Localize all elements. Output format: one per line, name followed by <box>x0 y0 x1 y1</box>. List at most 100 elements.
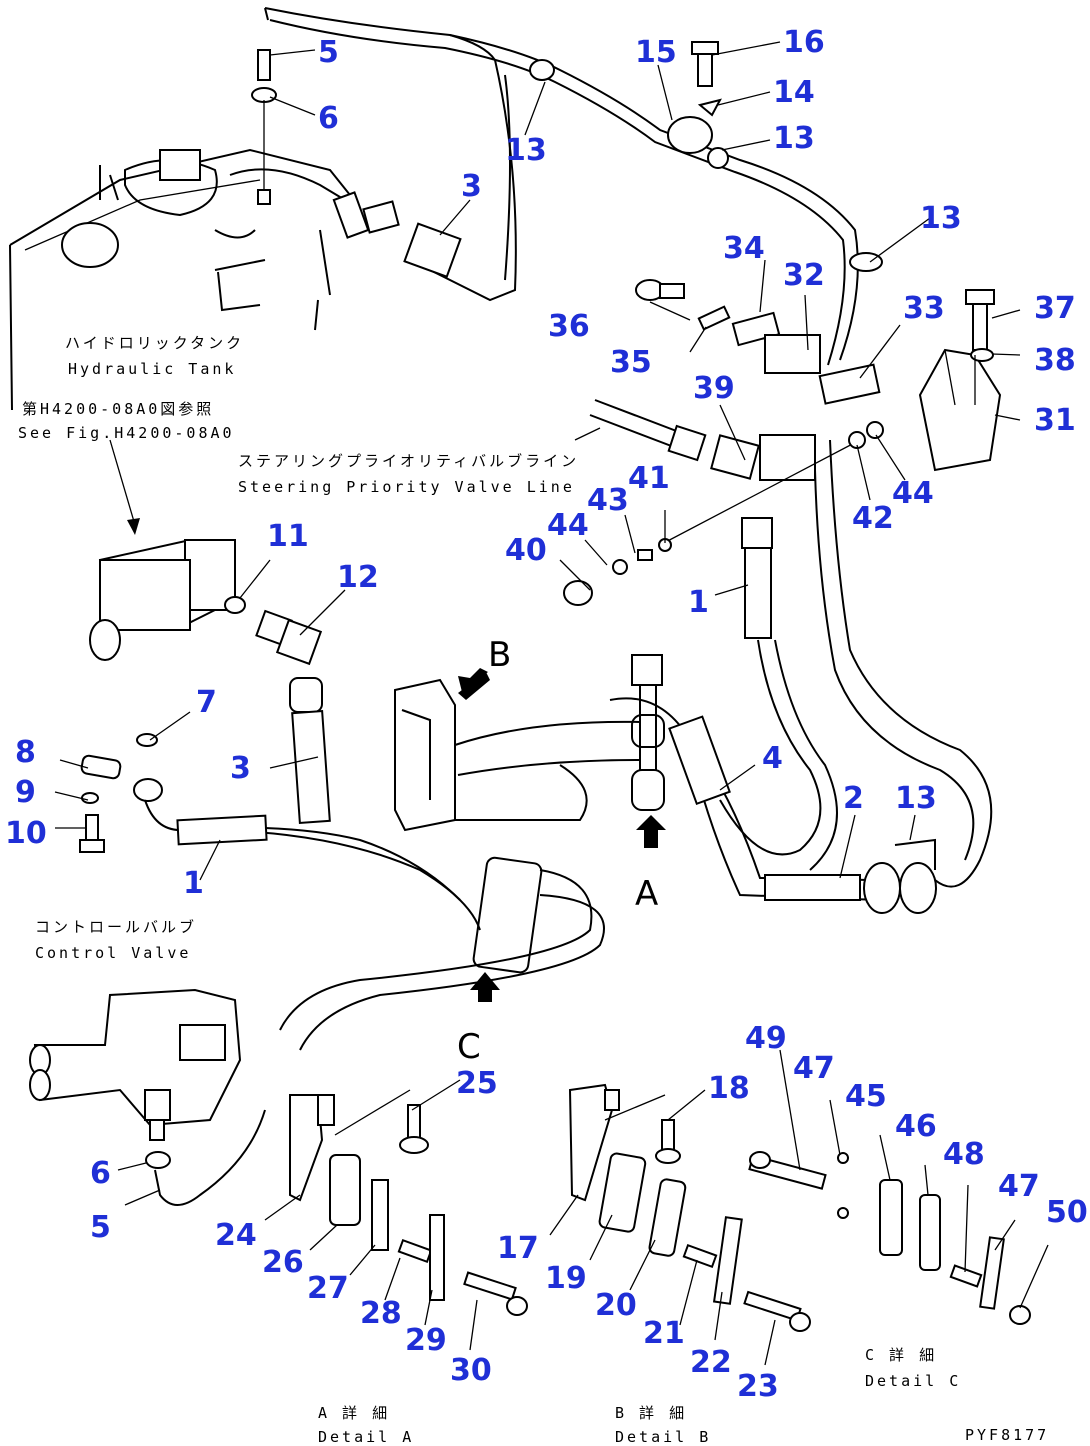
callout-11: 11 <box>267 519 309 554</box>
callout-35: 35 <box>610 345 652 380</box>
fig-ref-arrowhead <box>127 518 140 535</box>
callout-12: 12 <box>337 560 379 595</box>
callout-15: 15 <box>635 35 677 70</box>
callout-19: 19 <box>545 1261 587 1296</box>
callout-7: 7 <box>196 685 217 720</box>
callout-44: 44 <box>892 476 934 511</box>
mounting-bracket-31 <box>918 289 1002 472</box>
detail-a-label-jp: A 詳 細 <box>318 1404 390 1422</box>
callout-2: 2 <box>843 781 864 816</box>
detail-a-label-en: Detail A <box>318 1428 414 1446</box>
callout-29: 29 <box>405 1323 447 1358</box>
clamp-c <box>199 829 605 1051</box>
callout-13: 13 <box>920 201 962 236</box>
callout-31: 31 <box>1034 403 1076 438</box>
callout-5: 5 <box>318 35 339 70</box>
callout-43: 43 <box>587 483 629 518</box>
detail-c-label-jp: C 詳 細 <box>865 1346 937 1364</box>
callout-18: 18 <box>708 1071 750 1106</box>
callout-10: 10 <box>5 816 47 851</box>
callout-20: 20 <box>595 1288 637 1323</box>
hose-assembly-1-2 <box>609 439 993 914</box>
priority-valve-block <box>89 538 331 824</box>
callout-38: 38 <box>1034 343 1076 378</box>
callout-34: 34 <box>723 231 765 266</box>
callout-47: 47 <box>998 1169 1040 1204</box>
callout-48: 48 <box>943 1137 985 1172</box>
callout-21: 21 <box>643 1316 685 1351</box>
callout-22: 22 <box>690 1345 732 1380</box>
callout-44: 44 <box>547 508 589 543</box>
callout-14: 14 <box>773 75 815 110</box>
callout-8: 8 <box>15 735 36 770</box>
callout-39: 39 <box>693 371 735 406</box>
drawing-code: PYF8177 <box>965 1426 1049 1444</box>
steering-line-label-jp: ステアリングプライオリティバルブライン <box>238 452 579 470</box>
callout-50: 50 <box>1046 1195 1088 1230</box>
callout-37: 37 <box>1034 291 1076 326</box>
detail-b-label-en: Detail B <box>615 1428 711 1446</box>
view-arrow-b <box>458 668 490 700</box>
callout-49: 49 <box>745 1021 787 1056</box>
callout-42: 42 <box>852 501 894 536</box>
left-fittings <box>79 733 461 901</box>
callout-33: 33 <box>903 291 945 326</box>
callout-26: 26 <box>262 1245 304 1280</box>
steering-line-label-en: Steering Priority Valve Line <box>238 478 575 496</box>
hydraulic-tank <box>9 148 400 411</box>
callout-17: 17 <box>497 1231 539 1266</box>
view-arrow-a <box>636 815 666 848</box>
detail-c-label-en: Detail C <box>865 1372 961 1390</box>
callout-13: 13 <box>773 121 815 156</box>
callout-28: 28 <box>360 1296 402 1331</box>
callout-46: 46 <box>895 1109 937 1144</box>
fig-ref-label-jp: 第H4200-08A0図参照 <box>22 400 214 418</box>
view-marker-c: C <box>457 1027 481 1067</box>
callout-3: 3 <box>461 169 482 204</box>
detail-c-parts <box>748 1151 1031 1325</box>
view-marker-b: B <box>488 635 511 675</box>
upper-hose-route <box>264 7 883 366</box>
hydraulic-tank-label-jp: ハイドロリックタンク <box>65 334 244 352</box>
breather-pipe <box>251 49 277 205</box>
callout-numbers: 5 6 15 16 14 13 13 3 13 34 32 36 35 33 3… <box>5 25 1088 1404</box>
detail-a-parts <box>289 1089 528 1316</box>
callout-5: 5 <box>90 1210 111 1245</box>
callout-6: 6 <box>90 1156 111 1191</box>
callout-25: 25 <box>456 1066 498 1101</box>
callout-1: 1 <box>688 585 709 620</box>
control-valve <box>29 988 266 1206</box>
view-marker-a: A <box>635 874 658 914</box>
view-arrow-c <box>470 972 500 1002</box>
callout-24: 24 <box>215 1218 257 1253</box>
detail-b-parts <box>568 1083 811 1332</box>
callout-36: 36 <box>548 309 590 344</box>
callout-3: 3 <box>230 751 251 786</box>
steering-valve-line <box>563 399 884 606</box>
callout-40: 40 <box>505 533 547 568</box>
callout-6: 6 <box>318 101 339 136</box>
detail-b-label-jp: B 詳 細 <box>615 1404 687 1422</box>
callout-30: 30 <box>450 1353 492 1388</box>
control-valve-label-en: Control Valve <box>35 944 191 962</box>
callout-1: 1 <box>183 866 204 901</box>
callout-16: 16 <box>783 25 825 60</box>
callout-45: 45 <box>845 1079 887 1114</box>
callout-41: 41 <box>628 461 670 496</box>
callout-13: 13 <box>895 781 937 816</box>
callout-47: 47 <box>793 1051 835 1086</box>
callout-9: 9 <box>15 775 36 810</box>
center-clamps <box>394 654 731 832</box>
callout-32: 32 <box>783 258 825 293</box>
clamp-assembly-upper <box>635 279 881 405</box>
callout-4: 4 <box>762 741 783 776</box>
leader-lines <box>54 41 1049 1366</box>
control-valve-label-jp: コントロールバルブ <box>35 918 197 936</box>
callout-13: 13 <box>505 133 547 168</box>
callout-27: 27 <box>307 1271 349 1306</box>
callout-23: 23 <box>737 1369 779 1404</box>
fig-ref-label-en: See Fig.H4200-08A0 <box>18 424 235 442</box>
hydraulic-tank-label-en: Hydraulic Tank <box>68 360 236 378</box>
